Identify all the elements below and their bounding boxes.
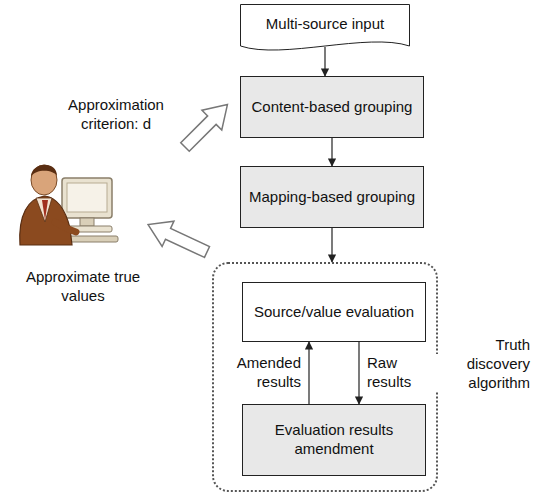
hollow-arrow [142,212,213,265]
process-box: Source/value evaluation [242,282,426,342]
box-label: Source/value evaluation [248,303,420,322]
box-label: Mapping-based grouping [243,188,421,207]
user-illustration [20,165,118,245]
box-label: Multi-source input [260,15,390,34]
region-heading: Truth discovery algorithm [444,336,530,392]
flow-arrow [308,342,309,404]
flow-arrow [324,47,325,76]
flow-arrow [331,138,332,166]
box-label: Evaluation results amendment [243,421,425,459]
edge-label: Amended results [229,354,303,392]
hollow-arrow [175,95,237,157]
flow-arrow [331,228,332,262]
annotation: Approximate true values [8,268,158,306]
document-shape: Multi-source input [240,4,410,56]
flow-arrow [358,342,359,404]
edge-label: Raw results [365,354,439,392]
process-box: Evaluation results amendment [242,404,426,476]
process-box: Mapping-based grouping [240,166,424,228]
box-label: Content-based grouping [246,98,419,117]
annotation: Approximation criterion: d [48,96,184,134]
process-box: Content-based grouping [240,76,424,138]
